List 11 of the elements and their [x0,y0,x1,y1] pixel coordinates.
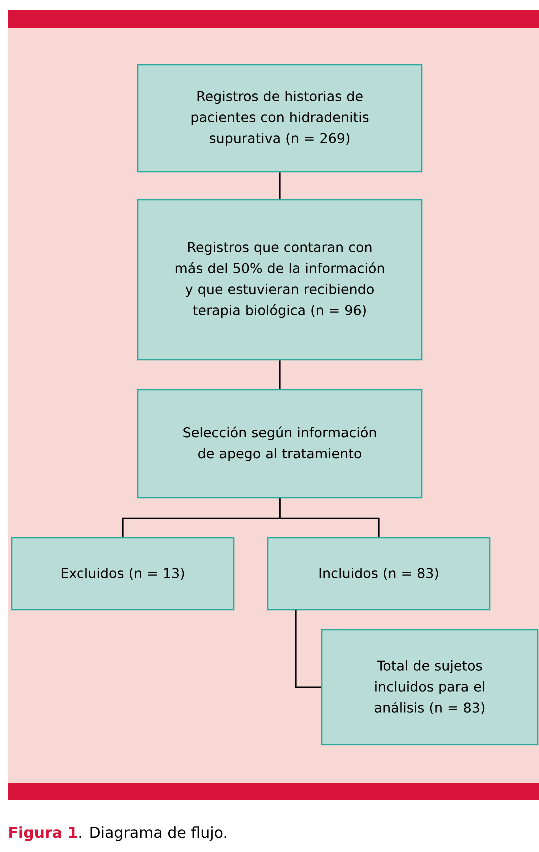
connector-line [295,610,322,688]
process-box: Excluidos (n = 13) [11,537,235,611]
connector-line [279,172,281,200]
connector-line [279,498,380,538]
process-box: Total de sujetos incluidos para el análisis (n = 83) [321,629,539,746]
process-box: Incluidos (n = 83) [267,537,491,611]
process-box: Registros que contaran con más del 50% de la información y que estuvieran recibiendo terapia biológica (n = 96) [137,199,423,361]
caption: Figura 1. Diagrama de flujo. [10,826,226,842]
process-box: Selección según información de apego al tratamiento [137,389,423,499]
connector-line [279,360,281,390]
process-box: Registros de historias de pacientes con hidradenitis supurativa (n = 269) [137,64,423,173]
